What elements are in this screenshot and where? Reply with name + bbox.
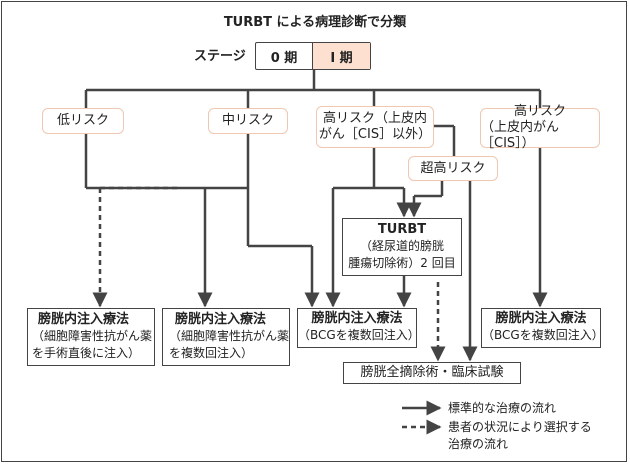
treatment-box-4: 膀胱内注入療法 （BCGを複数回注入） [481, 308, 604, 348]
treatment-box-3: 膀胱内注入療法 （BCGを複数回注入） [297, 308, 420, 348]
treatment-1-line1: （細胞障害性抗がん薬 [32, 329, 153, 343]
stage-label: ステージ [194, 49, 246, 64]
treatment-4-head: 膀胱内注入療法 [495, 311, 587, 326]
diagram-title: TURBT による病理診断で分類 [223, 15, 407, 30]
risk-mid: 中リスク [208, 108, 288, 134]
risk-high2: 高リスク （上皮内がん［CIS］） [480, 104, 600, 151]
risk-high1: 高リスク（上皮内 がん［CIS］以外） [316, 106, 434, 148]
risk-low-label: 低リスク [56, 113, 109, 128]
stage-box: 0 期 Ⅰ 期 [255, 42, 371, 70]
treatment-2-line2: を複数回注入） [169, 346, 254, 360]
treatment-box-2: 膀胱内注入療法 （細胞障害性抗がん薬 を複数回注入） [162, 308, 290, 366]
legend-dashed-line2: 治療の流れ [448, 437, 509, 451]
stage-0: 0 期 [256, 43, 313, 69]
legend-solid-label: 標準的な治療の流れ [448, 401, 557, 415]
turbt-second-box: TURBT （経尿道的膀胱 腫瘍切除術）2 回目 [342, 218, 462, 276]
risk-high2-line1: 高リスク [513, 104, 566, 119]
treatment-1-head: 膀胱内注入療法 [38, 312, 130, 327]
treatment-2-line1: （細胞障害性抗がん薬 [169, 329, 290, 343]
turbt-line1: （経尿道的膀胱 [359, 239, 444, 253]
treatment-1-line2: を手術直後に注入） [32, 346, 141, 360]
risk-high2-line2: （上皮内がん［CIS］） [481, 120, 560, 151]
legend-dashed-line1: 患者の状況により選択する [448, 420, 592, 434]
treatment-box-1: 膀胱内注入療法 （細胞障害性抗がん薬 を手術直後に注入） [27, 308, 155, 366]
stage-1: Ⅰ 期 [313, 43, 370, 69]
risk-low: 低リスク [42, 108, 124, 134]
turbt-line2: 腫瘍切除術）2 回目 [348, 256, 456, 270]
treatment-3-line1: （BCGを複数回注入） [298, 328, 420, 342]
turbt-head: TURBT [377, 222, 427, 237]
risk-very-high: 超高リスク [408, 156, 498, 181]
risk-high1-line2: がん［CIS］以外） [318, 127, 432, 142]
treatment-3-head: 膀胱内注入療法 [311, 311, 403, 326]
risk-very-high-label: 超高リスク [420, 160, 486, 176]
treatment-4-line1: （BCGを複数回注入） [482, 328, 604, 342]
risk-high1-line1: 高リスク（上皮内 [322, 111, 427, 126]
cystectomy-box: 膀胱全摘除術・臨床試験 [343, 362, 521, 384]
risk-mid-label: 中リスク [221, 113, 274, 128]
treatment-2-head: 膀胱内注入療法 [175, 312, 267, 327]
